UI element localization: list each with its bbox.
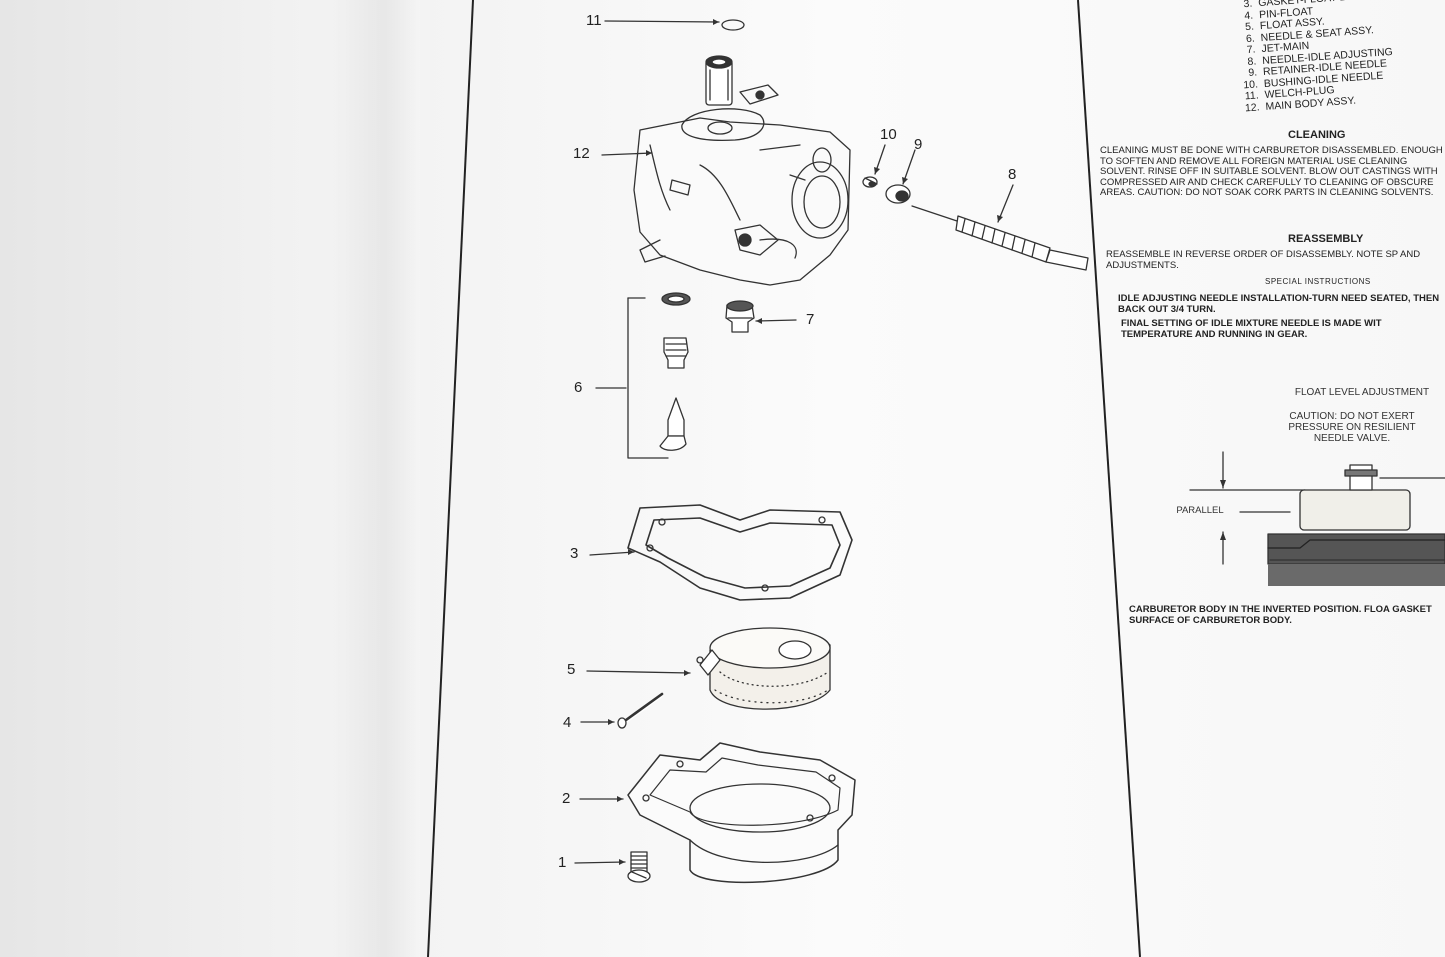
part-2-float-bowl — [627, 742, 856, 884]
callout-1: 1 — [558, 854, 567, 871]
border-line-left — [427, 0, 474, 957]
border-line-right — [1077, 0, 1141, 957]
part-6-needle-seat — [627, 292, 691, 459]
leader-7 — [755, 319, 797, 322]
float-level-caption: CARBURETOR BODY IN THE INVERTED POSITION… — [1129, 605, 1432, 626]
part-12-main-body — [633, 55, 851, 286]
part-3-gasket — [627, 504, 853, 601]
part-9-retainer — [885, 184, 911, 204]
callout-5: 5 — [567, 661, 576, 678]
callout-9: 9 — [914, 136, 923, 153]
float-level-caution: CAUTION: DO NOT EXERT PRESSURE ON RESILI… — [1288, 411, 1416, 444]
leader-5 — [586, 670, 691, 674]
leader-11 — [604, 20, 720, 23]
parts-list: 3.GASKET-FLOAT BOWL 4.PIN-FLOAT 5.FLOAT … — [1232, 0, 1440, 115]
instruction-sheet — [420, 0, 1445, 957]
callout-7: 7 — [806, 311, 815, 328]
callout-12: 12 — [573, 145, 590, 162]
leader-8 — [997, 184, 1014, 223]
leader-1 — [574, 861, 626, 864]
cleaning-text: CLEANING MUST BE DONE WITH CARBURETOR DI… — [1100, 146, 1443, 198]
callout-6: 6 — [574, 379, 583, 396]
callout-3: 3 — [570, 545, 579, 562]
part-7-main-jet — [725, 300, 755, 333]
callout-11: 11 — [586, 12, 602, 29]
special-instructions-line1: IDLE ADJUSTING NEEDLE INSTALLATION-TURN … — [1118, 294, 1440, 315]
callout-4: 4 — [563, 714, 572, 731]
part-10-bushing — [862, 176, 878, 188]
part-4-float-pin — [617, 692, 664, 729]
part-11-welch-plug — [721, 19, 745, 31]
callout-10: 10 — [880, 126, 897, 143]
reassembly-heading: REASSEMBLY — [1288, 233, 1364, 245]
reassembly-text: REASSEMBLE IN REVERSE ORDER OF DISASSEMB… — [1106, 250, 1421, 271]
part-8-idle-needle — [911, 205, 1089, 271]
part-1-screw — [627, 851, 651, 883]
callout-8: 8 — [1008, 166, 1017, 183]
part-5-float — [696, 627, 831, 710]
float-level-heading: FLOAT LEVEL ADJUSTMENT — [1294, 387, 1430, 398]
float-level-figure — [1189, 451, 1445, 586]
cleaning-heading: CLEANING — [1288, 129, 1346, 141]
special-instructions-heading: SPECIAL INSTRUCTIONS — [1265, 277, 1371, 286]
callout-2: 2 — [562, 790, 571, 807]
special-instructions-line2: FINAL SETTING OF IDLE MIXTURE NEEDLE IS … — [1121, 319, 1382, 340]
leader-3 — [589, 551, 635, 556]
paper-fold — [330, 0, 420, 957]
leader-12 — [601, 152, 653, 156]
parallel-label: PARALLEL — [1176, 505, 1224, 516]
background-page — [0, 0, 470, 957]
